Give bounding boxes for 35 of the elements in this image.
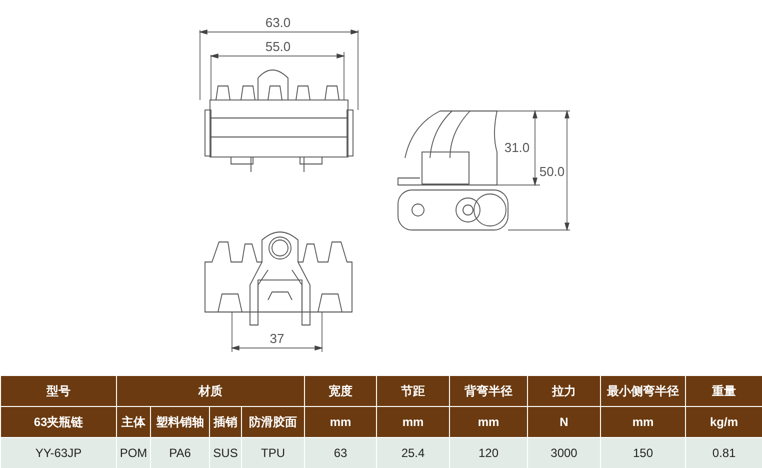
table-header-cell: 主体 [116, 406, 150, 438]
dimension-label: 55.0 [265, 39, 291, 54]
table-cell: 63 [304, 438, 376, 468]
table-cell: PA6 [150, 438, 210, 468]
table-header-cell: mm [304, 406, 376, 438]
dimension-label: 37 [270, 331, 284, 346]
table-header-cell: 宽度 [304, 376, 376, 406]
table-header-cell: 插销 [210, 406, 242, 438]
table-cell: 120 [450, 438, 528, 468]
table-cell: TPU [242, 438, 304, 468]
table-cell: 0.81 [686, 438, 762, 468]
dimension-label: 31.0 [504, 140, 530, 155]
table-cell: 150 [600, 438, 686, 468]
table-cell: 3000 [528, 438, 600, 468]
table-header-cell: 63夹瓶链 [0, 406, 116, 438]
table-header-cell: 节距 [376, 376, 450, 406]
table-header-cell: mm [450, 406, 528, 438]
table-header-cell: 背弯半径 [450, 376, 528, 406]
table-header-cell: mm [376, 406, 450, 438]
table-header-cell: mm [600, 406, 686, 438]
table-header-cell: 塑料销轴 [150, 406, 210, 438]
table-cell: YY-63JP [0, 438, 116, 468]
table-header-cell: 重量 [686, 376, 762, 406]
table-header-cell: 最小侧弯半径 [600, 376, 686, 406]
table-cell: SUS [210, 438, 242, 468]
table-header-cell: kg/m [686, 406, 762, 438]
table-header-cell: 防滑胶面 [242, 406, 304, 438]
table-cell: POM [116, 438, 150, 468]
table-header-cell: 材质 [116, 376, 304, 406]
dimension-label: 50.0 [539, 164, 565, 179]
dimension-label: 63.0 [265, 15, 291, 30]
table-header-cell: N [528, 406, 600, 438]
table-cell: 25.4 [376, 438, 450, 468]
table-header-cell: 型号 [0, 376, 116, 406]
table-header-cell: 拉力 [528, 376, 600, 406]
